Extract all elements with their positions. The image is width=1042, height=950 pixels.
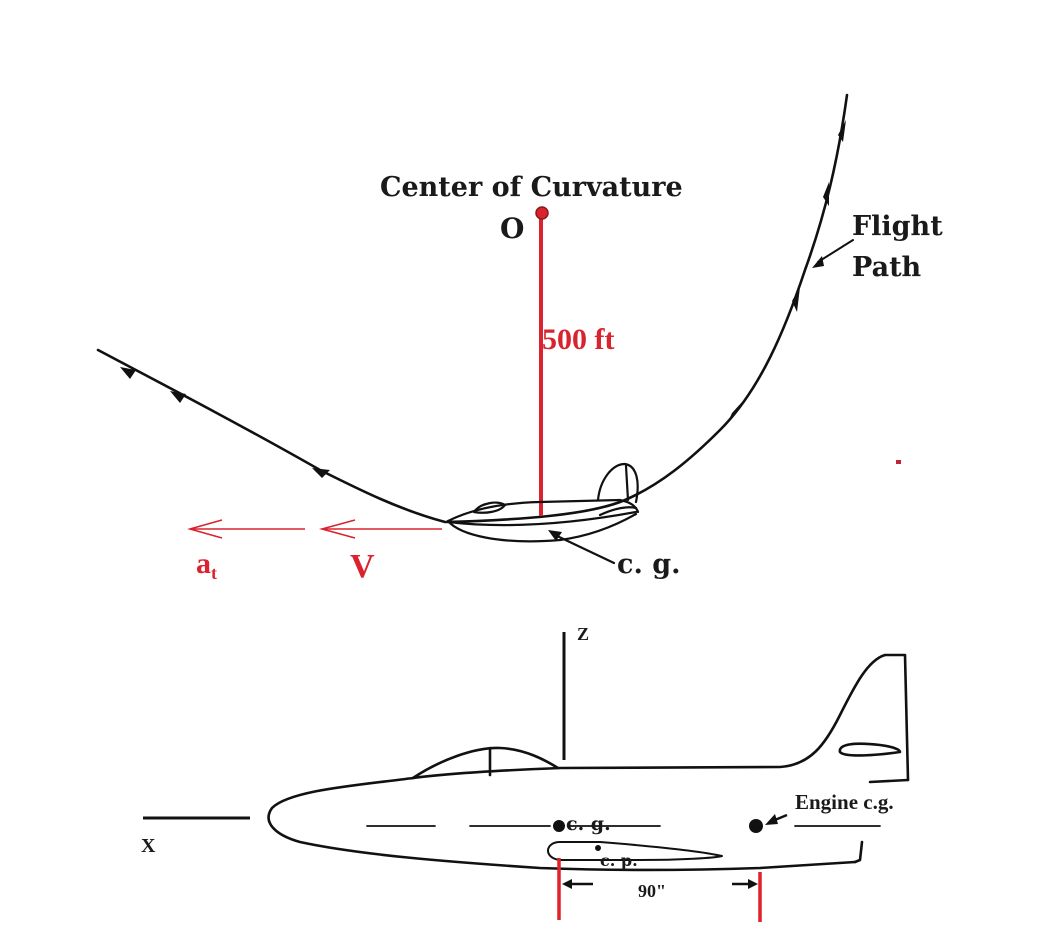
aircraft-cg-dot	[553, 820, 565, 832]
arrowhead-icon	[312, 468, 330, 478]
center-point-dot	[535, 206, 549, 220]
engine-cg-label: Engine c.g.	[795, 790, 894, 814]
arrowhead-icon	[792, 287, 800, 312]
upper-aircraft	[446, 462, 640, 543]
velocity-arrowhead-icon	[318, 519, 356, 539]
lower-cg-label: c. g.	[566, 813, 611, 835]
cg-leader	[553, 533, 616, 565]
accel-symbol: a	[196, 547, 211, 580]
lower-aircraft	[267, 653, 910, 872]
stray-red-mark	[896, 460, 901, 464]
arrowhead-icon	[120, 367, 136, 379]
arrowhead-icon	[170, 391, 186, 403]
top-figure: Center of Curvature O Flight Path 500 ft…	[96, 93, 943, 585]
engine-cg-dot	[749, 819, 763, 833]
cg-leader-arrow-icon	[548, 530, 562, 541]
arrowhead-icon	[838, 120, 846, 142]
flight-path-label-line1: Flight	[852, 211, 943, 242]
dimension-arrowhead-left-icon	[562, 879, 572, 889]
flight-path-arrows	[120, 120, 846, 478]
bottom-figure: Z X c. g.	[141, 624, 910, 922]
flight-path-curve	[96, 93, 849, 524]
velocity-label: V	[350, 548, 375, 585]
arrowhead-icon	[823, 182, 829, 206]
arrowhead-icon	[727, 402, 742, 424]
engine-cg-arrow-icon	[765, 814, 778, 825]
cp-dot	[595, 845, 601, 851]
tangential-accel-label: at	[196, 547, 217, 583]
x-axis-label: X	[141, 835, 156, 857]
accel-arrowhead-icon	[187, 519, 223, 539]
dimension-arrowhead-right-icon	[748, 879, 758, 889]
accel-subscript: t	[211, 563, 217, 583]
flight-path-label-line2: Path	[852, 252, 922, 283]
upper-cg-label: c. g.	[617, 549, 681, 580]
leader-arrow-icon	[812, 256, 824, 268]
cp-label: c. p.	[600, 851, 638, 870]
flight-path-leader	[817, 239, 854, 263]
center-of-curvature-label: Center of Curvature	[380, 172, 683, 203]
distance-label: 90"	[638, 881, 666, 901]
center-point-label: O	[500, 212, 524, 245]
radius-label: 500 ft	[542, 323, 614, 356]
z-axis-label: Z	[577, 624, 589, 644]
